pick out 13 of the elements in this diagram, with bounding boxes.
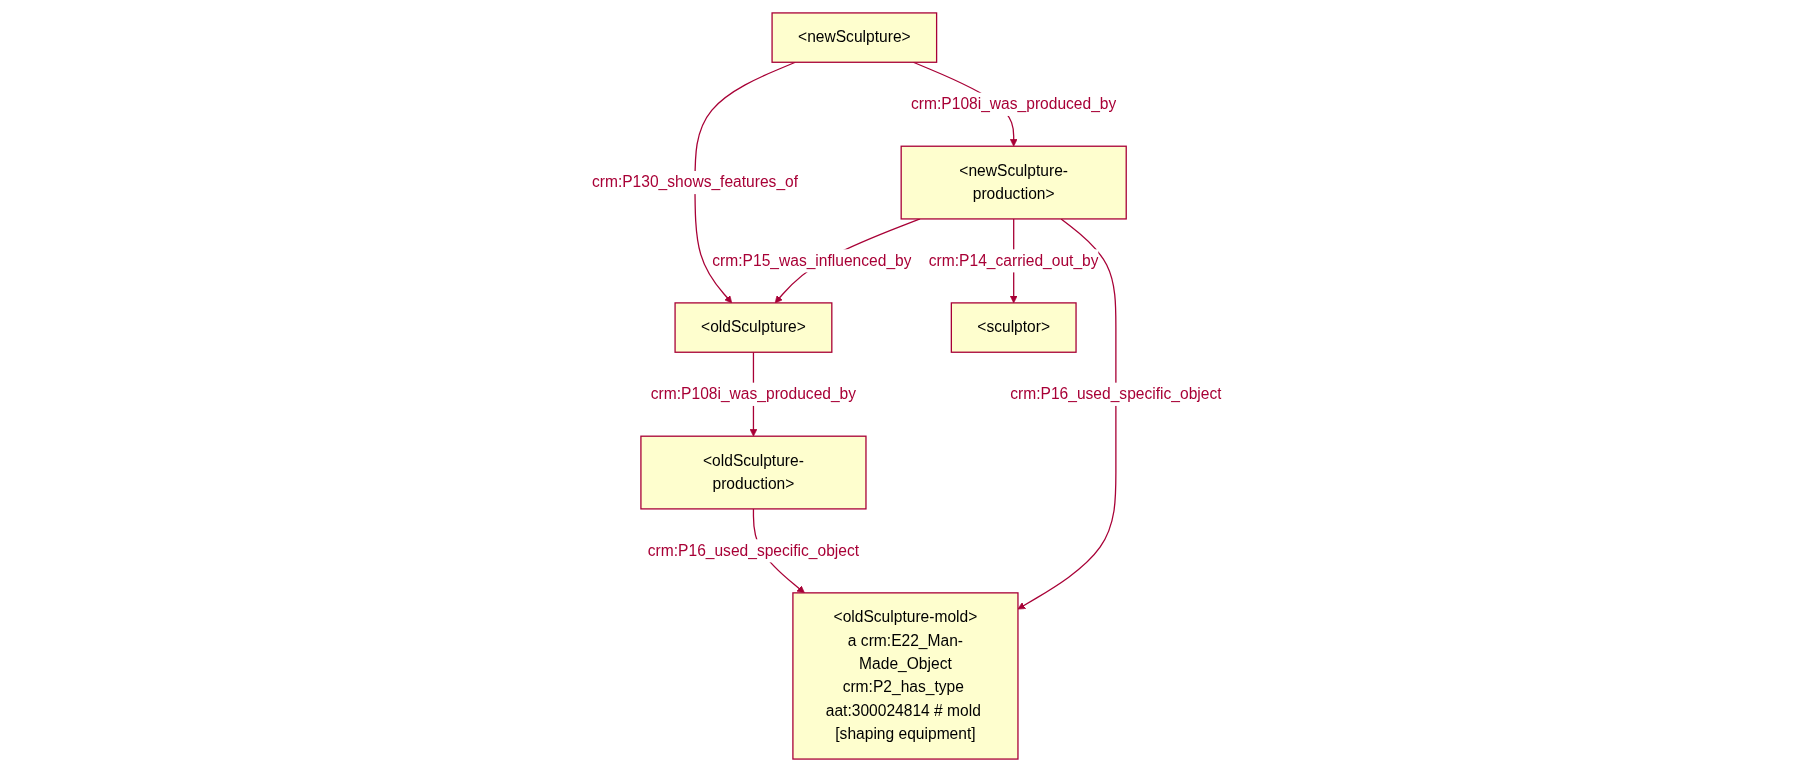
node-box: <oldSculpture> [674,302,833,353]
edge-label: crm:P15_was_influenced_by [712,251,912,270]
node-box: <oldSculpture-mold> a crm:E22_Man-Made_Object crm:P2_has_type aat:300024814 # mold [shaping equipment] [792,592,1019,760]
node-box: <sculptor> [950,302,1077,353]
edge-label: crm:P16_used_specific_object [648,541,860,560]
node-box: <newSculpture-production> [900,145,1128,220]
edge-label: crm:P14_carried_out_by [929,251,1099,270]
edge-label: crm:P108i_was_produced_by [651,385,857,403]
node-box: <newSculpture> [771,12,938,63]
edge-label: crm:P16_used_specific_object [1010,385,1222,403]
node-box: <oldSculpture-production> [640,435,867,510]
edge-label: crm:P130_shows_features_of [592,173,799,191]
edge-label: crm:P108i_was_produced_by [911,95,1117,113]
